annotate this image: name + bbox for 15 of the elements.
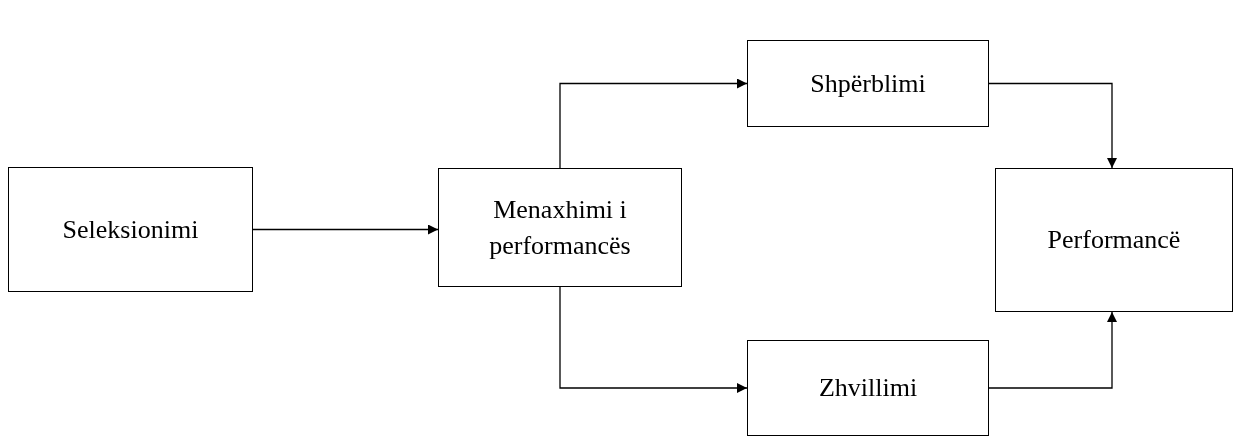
process-box [438,168,682,287]
box-label: Seleksionimi [62,213,199,246]
arrow [559,78,748,169]
box-label: Performancë [1047,224,1181,256]
arrow [252,224,439,235]
process-box [8,167,253,292]
box-label: Menaxhimi i performancës [488,193,632,262]
box-label: Zhvillimi [818,372,918,404]
process-box [995,168,1233,312]
box-label: Shpërblimi [810,67,926,100]
process-box [747,340,989,436]
arrow [559,286,748,393]
process-box [747,40,989,127]
arrow [988,311,1117,389]
arrow [988,82,1117,169]
